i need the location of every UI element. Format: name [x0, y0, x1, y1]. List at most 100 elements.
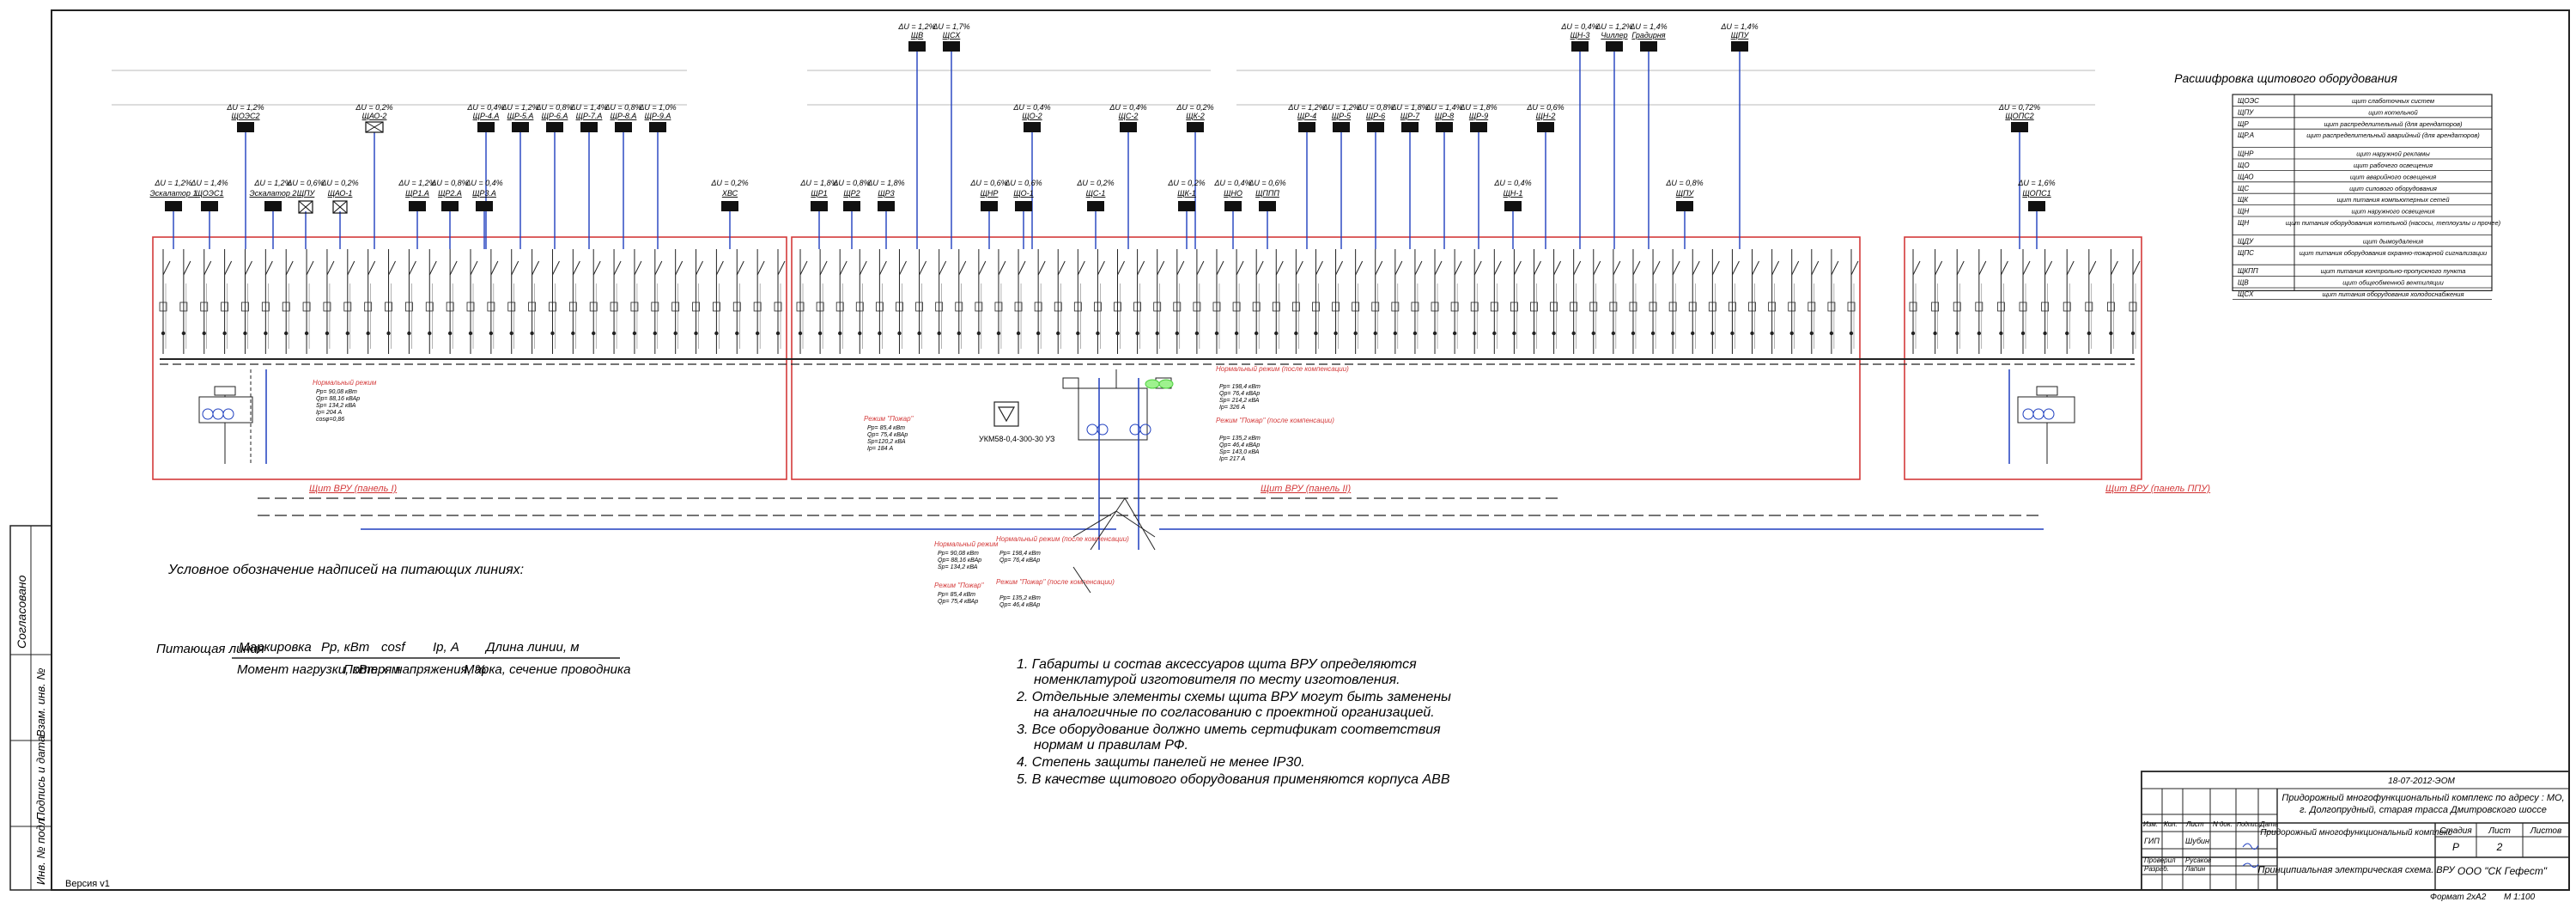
ext-mode-comp-title: Нормальный режим (после компенсации) — [996, 535, 1129, 543]
top-group-label: ЩР-6.А — [542, 112, 568, 120]
lower-group-du: ΔU = 1,6% — [2017, 179, 2055, 187]
feeder-column — [796, 249, 808, 354]
top-group-du: ΔU = 0,2% — [1176, 103, 1213, 112]
hdr-podp: Подпись — [2237, 821, 2261, 828]
feeder-column — [1788, 249, 1800, 354]
top-group-label: ЩР-7.А — [576, 112, 603, 120]
company-name: ООО "СК Гефест" — [2458, 865, 2548, 877]
feeder-column — [446, 249, 458, 354]
top-group-du: ΔU = 1,2% — [1321, 103, 1359, 112]
feeder-column — [1996, 249, 2008, 354]
panel-box-icon — [512, 122, 529, 132]
top-group-du: ΔU = 0,8% — [604, 103, 641, 112]
top-group-label: ЩР-5 — [1332, 112, 1352, 120]
ext-mode-line: Рр= 85,4 кВт — [938, 592, 975, 598]
emergency-panel-icon — [365, 121, 384, 133]
ext-mode-line: Рр= 135,2 кВт — [999, 595, 1041, 601]
top-group-du: ΔU = 1,4% — [1720, 22, 1758, 31]
name-proveril: Русаков — [2185, 856, 2211, 864]
top-group-label: ЩР-5.А — [507, 112, 534, 120]
panel-box-icon — [1015, 201, 1032, 211]
top-group-label: ЩК-2 — [1186, 112, 1205, 120]
top-group: ΔU = 1,4%Градирня — [1629, 22, 1668, 52]
lower-group-du: ΔU = 0,6% — [286, 179, 324, 187]
hdr-data: Дата — [2259, 820, 2279, 828]
lower-group-du: ΔU = 0,8% — [430, 179, 468, 187]
top-group-du: ΔU = 1,4% — [569, 103, 607, 112]
feeder-column — [1909, 249, 1921, 354]
panel-box-icon — [237, 122, 254, 132]
stamp-soglasovano: Согласовано — [15, 575, 28, 649]
top-group: ΔU = 1,8%ЩР-9 — [1459, 103, 1498, 132]
panel-box-icon — [1401, 122, 1419, 132]
mode-firecomp-line: Рр= 135,2 кВт — [1219, 436, 1261, 442]
top-group: ΔU = 1,2%ЩР-5 — [1321, 103, 1360, 132]
lower-group-du: ΔU = 0,8% — [832, 179, 870, 187]
ext-mode-line: Qр= 46,4 кВАр — [999, 602, 1040, 608]
feeder-column — [2019, 249, 2031, 354]
panel-2-label: Щит ВРУ (панель II) — [1261, 484, 1352, 494]
conv-marking: Маркировка — [239, 640, 312, 655]
lower-group-du: ΔU = 0,4% — [465, 179, 502, 187]
feeder-column — [1114, 249, 1125, 354]
emergency-panel-icon — [298, 200, 313, 214]
signature-mark — [2242, 862, 2259, 868]
top-group: ΔU = 1,0%ЩР-9.А — [638, 103, 677, 132]
mode-normal-line: Qр= 88,16 кВАр — [316, 396, 360, 402]
role-razrab: Разраб. — [2144, 865, 2169, 873]
panel-1-label: Щит ВРУ (панель I) — [309, 484, 397, 494]
feeder-column — [1291, 249, 1303, 354]
feeder-column — [774, 249, 786, 354]
feeder-column — [323, 249, 335, 354]
mode-comp-line: Рр= 198,4 кВт — [1219, 384, 1261, 390]
feeder-column — [302, 249, 314, 354]
mode-block-normal: Нормальный режим Рр= 90,08 кВт Qр= 88,16… — [313, 379, 377, 423]
ext-mode-line: Qр= 76,4 кВАр — [999, 558, 1040, 564]
top-group-label: ЩС-2 — [1119, 112, 1139, 120]
feeder-column — [1094, 249, 1105, 354]
feeder-columns — [159, 249, 2141, 354]
feeder-column — [385, 249, 396, 354]
feeder-column — [507, 249, 519, 354]
panel-box-icon — [1606, 41, 1623, 52]
feeder-column — [1173, 249, 1185, 354]
lower-group-label: ЩАО-1 — [328, 189, 353, 198]
top-group-label: Градирня — [1631, 31, 1665, 40]
lower-group-label: ЩН-1 — [1504, 189, 1523, 198]
panel-box-icon — [649, 122, 666, 132]
legend-code: ЩН — [2238, 219, 2249, 227]
top-group: ΔU = 1,4%ЩР-8 — [1425, 103, 1463, 132]
top-group-du: ΔU = 1,8% — [1459, 103, 1497, 112]
lower-group-du: ΔU = 0,2% — [710, 179, 748, 187]
feeder-column — [282, 249, 294, 354]
legend-desc: щит питания оборудования холодоснабжения — [2323, 290, 2464, 298]
feeder-column — [896, 249, 907, 354]
lower-group: ΔU = 0,8%ЩР2.А — [430, 179, 469, 211]
guide-lines — [112, 70, 2095, 106]
legend-code: ЩК — [2238, 196, 2249, 204]
mode-fire-line: Sр=120,2 кВА — [867, 439, 906, 445]
feeder-column — [1530, 249, 1541, 354]
feeder-column — [1649, 249, 1661, 354]
feeder-column — [855, 249, 867, 354]
top-group-label: ЩВ — [911, 31, 923, 40]
mode-comp-line: Iр= 326 А — [1219, 405, 1245, 411]
mode-fire-title: Режим "Пожар" — [864, 415, 914, 423]
lower-group: ΔU = 1,4%ЩОЭС1 — [190, 179, 228, 211]
top-group-du: ΔU = 1,2% — [1287, 103, 1325, 112]
feeder-column — [1312, 249, 1323, 354]
feeder-column — [1450, 249, 1462, 354]
panel-box-icon — [1259, 201, 1276, 211]
feeder-column — [2085, 249, 2097, 354]
top-group-du: ΔU = 0,4% — [1560, 22, 1598, 31]
panel-box-icon — [1676, 201, 1693, 211]
notes-block: 1. Габариты и состав аксессуаров щита ВР… — [1016, 657, 1451, 787]
feeder-column — [1252, 249, 1264, 354]
hdr-list: Лист — [2488, 826, 2511, 836]
panel-box-icon — [1298, 122, 1315, 132]
feeder-column — [732, 249, 744, 354]
